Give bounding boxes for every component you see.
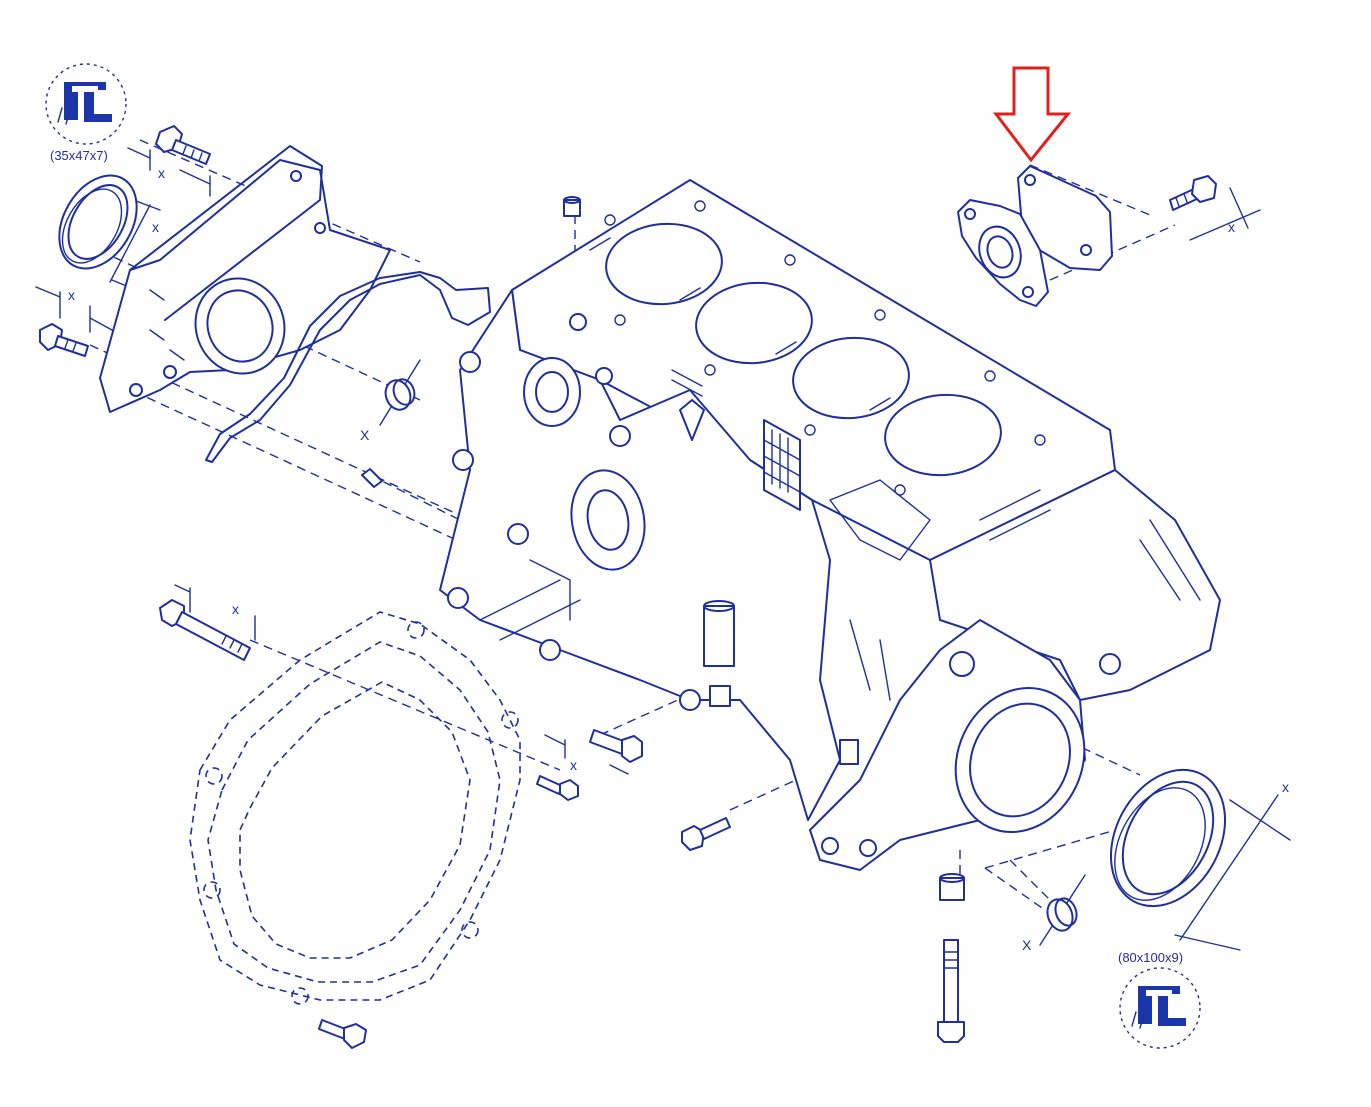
dim-x-label: x [1228,219,1235,235]
rear-seal-icon [1119,967,1201,1049]
dim-x-label: x [1282,779,1289,795]
bolt-top-left [155,125,211,165]
dim-x-label: x [152,219,159,235]
dowel-top [563,196,581,217]
bolt-middle [589,729,643,763]
bolt-top-right [1169,175,1217,211]
flywheel-housing-outline [189,611,521,1005]
bolt-small-middle [536,775,579,801]
front-seal-size-label: (35x47x7) [50,148,108,163]
front-gasket [205,271,491,463]
bolt-lower-center [681,817,731,851]
front-seal-icon [45,63,127,145]
bolt-long-left [159,599,251,661]
rear-oil-seal [1109,768,1227,908]
front-cover [99,145,391,413]
core-plug-center [384,378,416,411]
dim-x-label: x [68,287,75,303]
stud-bottom-center [937,873,965,1043]
dimension-markers: x x x X x x x X x [35,147,1291,953]
dim-x-label: x [570,757,577,773]
dowel-center [361,468,383,488]
dim-x-label: X [1022,937,1032,953]
highlight-down-arrow-icon [992,66,1072,163]
bolt-lower-left [39,323,89,357]
dim-x-label: x [158,165,165,181]
core-plug-rear [1046,897,1078,932]
highlighted-gasket [957,199,1049,307]
cylinder-block [439,179,1221,871]
dim-x-label: x [232,601,239,617]
dim-x-label: X [360,427,370,443]
front-oil-seal [58,174,138,270]
rear-seal-size-label: (80x100x9) [1118,950,1183,965]
bolt-bottom-left [318,1019,367,1049]
